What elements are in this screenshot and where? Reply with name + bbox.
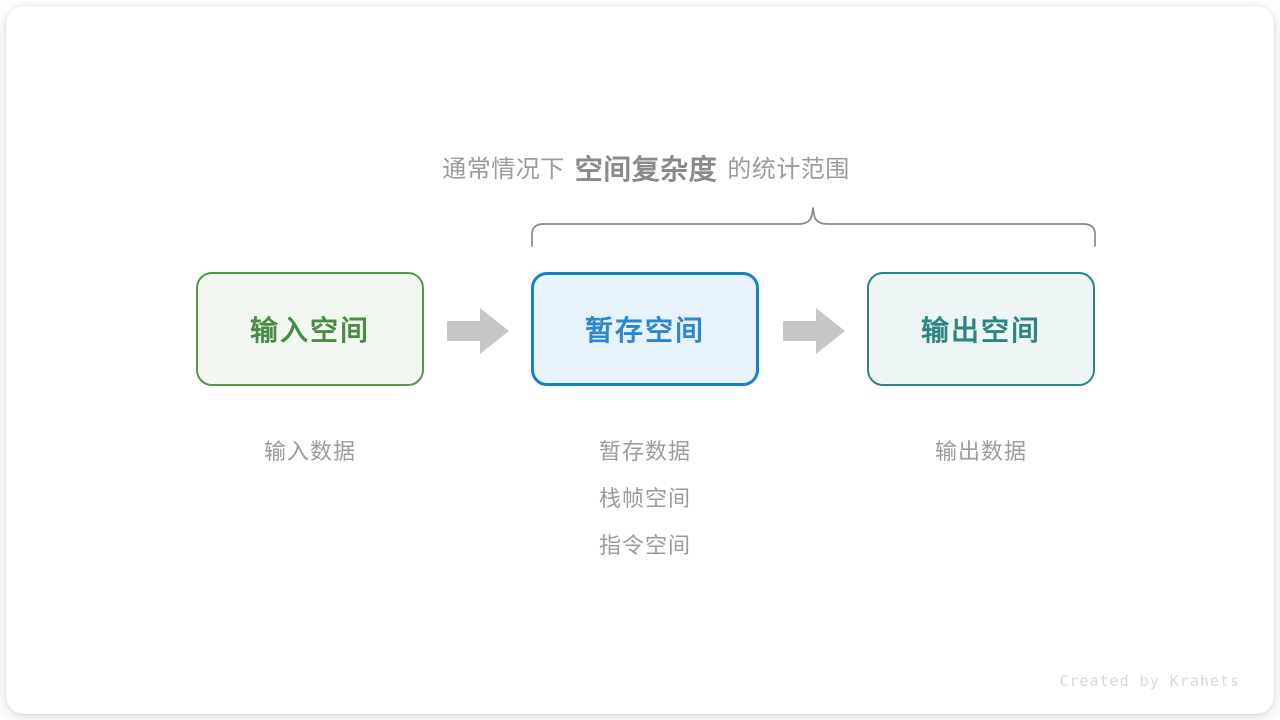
caption-prefix: 通常情况下 [442, 156, 565, 183]
caption-input-line-1: 输入数据 [263, 439, 356, 464]
arrow-right-icon-2 [783, 308, 845, 354]
box-input-space-label: 输入空间 [249, 315, 370, 346]
diagram-card: 通常情况下空间复杂度的统计范围 输入空间 暂存空间 输出空间 输入数据 暂存数据… [6, 6, 1274, 714]
captions-output-column: 输出数据 [867, 428, 1095, 475]
caption-suffix: 的统计范围 [727, 156, 850, 183]
caption-temp-line-2: 栈帧空间 [598, 486, 691, 511]
captions-input-column: 输入数据 [196, 428, 424, 475]
arrow-right-icon-1 [447, 308, 509, 354]
caption-temp-line-1: 暂存数据 [598, 439, 691, 464]
captions-temp-column: 暂存数据 栈帧空间 指令空间 [531, 428, 759, 569]
caption-output-line-1: 输出数据 [934, 439, 1027, 464]
scope-caption: 通常情况下空间复杂度的统计范围 [6, 156, 1274, 184]
arrow-right-glyph-2 [783, 308, 845, 354]
box-output-space[interactable]: 输出空间 [867, 272, 1095, 386]
box-temp-space[interactable]: 暂存空间 [531, 272, 759, 386]
box-input-space[interactable]: 输入空间 [196, 272, 424, 386]
scope-brace-icon [531, 207, 1096, 247]
box-temp-space-label: 暂存空间 [584, 315, 705, 346]
box-output-space-label: 输出空间 [920, 315, 1041, 346]
scope-brace-wrapper [6, 202, 1274, 254]
caption-temp-line-3: 指令空间 [598, 533, 691, 558]
caption-emphasis: 空间复杂度 [574, 154, 718, 185]
arrow-right-glyph-1 [447, 308, 509, 354]
watermark-credit: Created by Krahets [1059, 672, 1240, 690]
